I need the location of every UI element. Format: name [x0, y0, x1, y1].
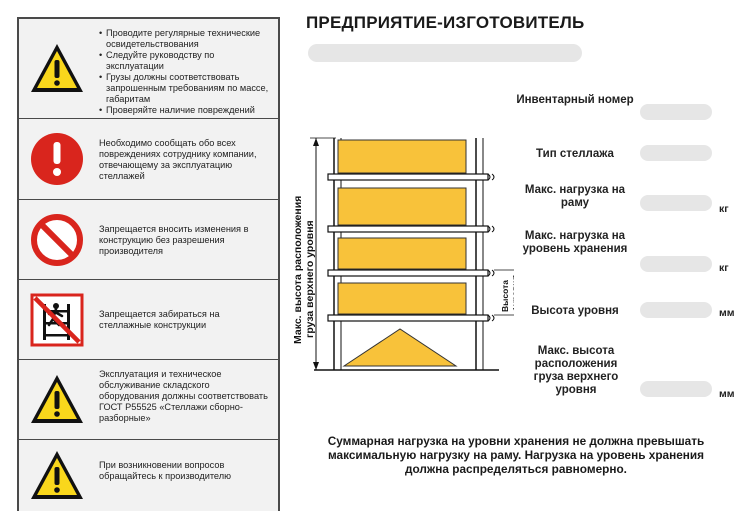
rule-text-1: Проводите регулярные технические освидет… — [99, 28, 270, 127]
prohibition-icon — [31, 214, 83, 266]
field-label-max-frame-load: Макс. нагрузка на раму — [524, 184, 626, 209]
rule-row-4: Запрещается забираться на стеллажные кон… — [19, 280, 278, 360]
warning-triangle-icon — [31, 451, 83, 499]
safety-rules-panel: Проводите регулярные технические освидет… — [17, 17, 280, 511]
warning-triangle-icon — [31, 44, 83, 92]
rack-diagram: Макс. высота расположения груза верхнего… — [292, 137, 514, 371]
rule-item: Грузы должны соответствовать запрошенным… — [99, 72, 270, 105]
rule-row-6: При возникновении вопросов обращайтесь к… — [19, 440, 278, 511]
max-top-height-unit: мм — [719, 388, 735, 400]
max-level-load-input[interactable] — [640, 256, 712, 272]
exclamation-circle-icon — [31, 133, 83, 185]
max-frame-load-input[interactable] — [640, 195, 712, 211]
manufacturer-name-field[interactable] — [308, 44, 582, 62]
level-height-unit: мм — [719, 307, 735, 319]
rule-row-2: Необходимо сообщать обо всех повреждения… — [19, 119, 278, 200]
inventory-number-input[interactable] — [640, 104, 712, 120]
rule-text-5: Эксплуатация и техническое обслуживание … — [99, 369, 268, 423]
rule-text-4: Запрещается забираться на стеллажные кон… — [99, 309, 220, 330]
rule-item: Проводите регулярные технические освидет… — [99, 28, 270, 50]
rule-row-3: Запрещается вносить изменения в конструк… — [19, 200, 278, 280]
field-label-inventory-number: Инвентарный номер — [516, 94, 634, 106]
rule-text-2: Необходимо сообщать обо всех повреждения… — [99, 138, 257, 181]
max-frame-load-unit: кг — [719, 203, 729, 215]
no-climbing-icon — [30, 293, 84, 347]
field-label-max-level-load: Макс. нагрузка на уровень хранения — [522, 230, 628, 255]
manufacturer-title: ПРЕДПРИЯТИЕ-ИЗГОТОВИТЕЛЬ — [306, 13, 585, 32]
level-height-input[interactable] — [640, 302, 712, 318]
max-height-label: Макс. высота расположения груза верхнего… — [292, 193, 316, 344]
field-label-rack-type: Тип стеллажа — [536, 148, 614, 160]
field-label-level-height: Высота уровня — [531, 305, 619, 317]
max-level-load-unit: кг — [719, 262, 729, 274]
rule-row-1: Проводите регулярные технические освидет… — [19, 19, 278, 126]
rule-text-6: При возникновении вопросов обращайтесь к… — [99, 460, 231, 481]
warning-triangle-icon — [31, 375, 83, 423]
rack-type-input[interactable] — [640, 145, 712, 161]
rule-item: Следуйте руководству по эксплуатации — [99, 50, 270, 72]
field-label-max-top-height: Макс. высота расположения груза верхнего… — [533, 345, 619, 396]
max-top-height-input[interactable] — [640, 381, 712, 397]
rule-row-5: Эксплуатация и техническое обслуживание … — [19, 360, 278, 440]
load-distribution-note: Суммарная нагрузка на уровни хранения не… — [327, 434, 705, 476]
rule-text-3: Запрещается вносить изменения в конструк… — [99, 224, 249, 256]
level-height-diagram-label: Высота уровня — [500, 276, 514, 312]
